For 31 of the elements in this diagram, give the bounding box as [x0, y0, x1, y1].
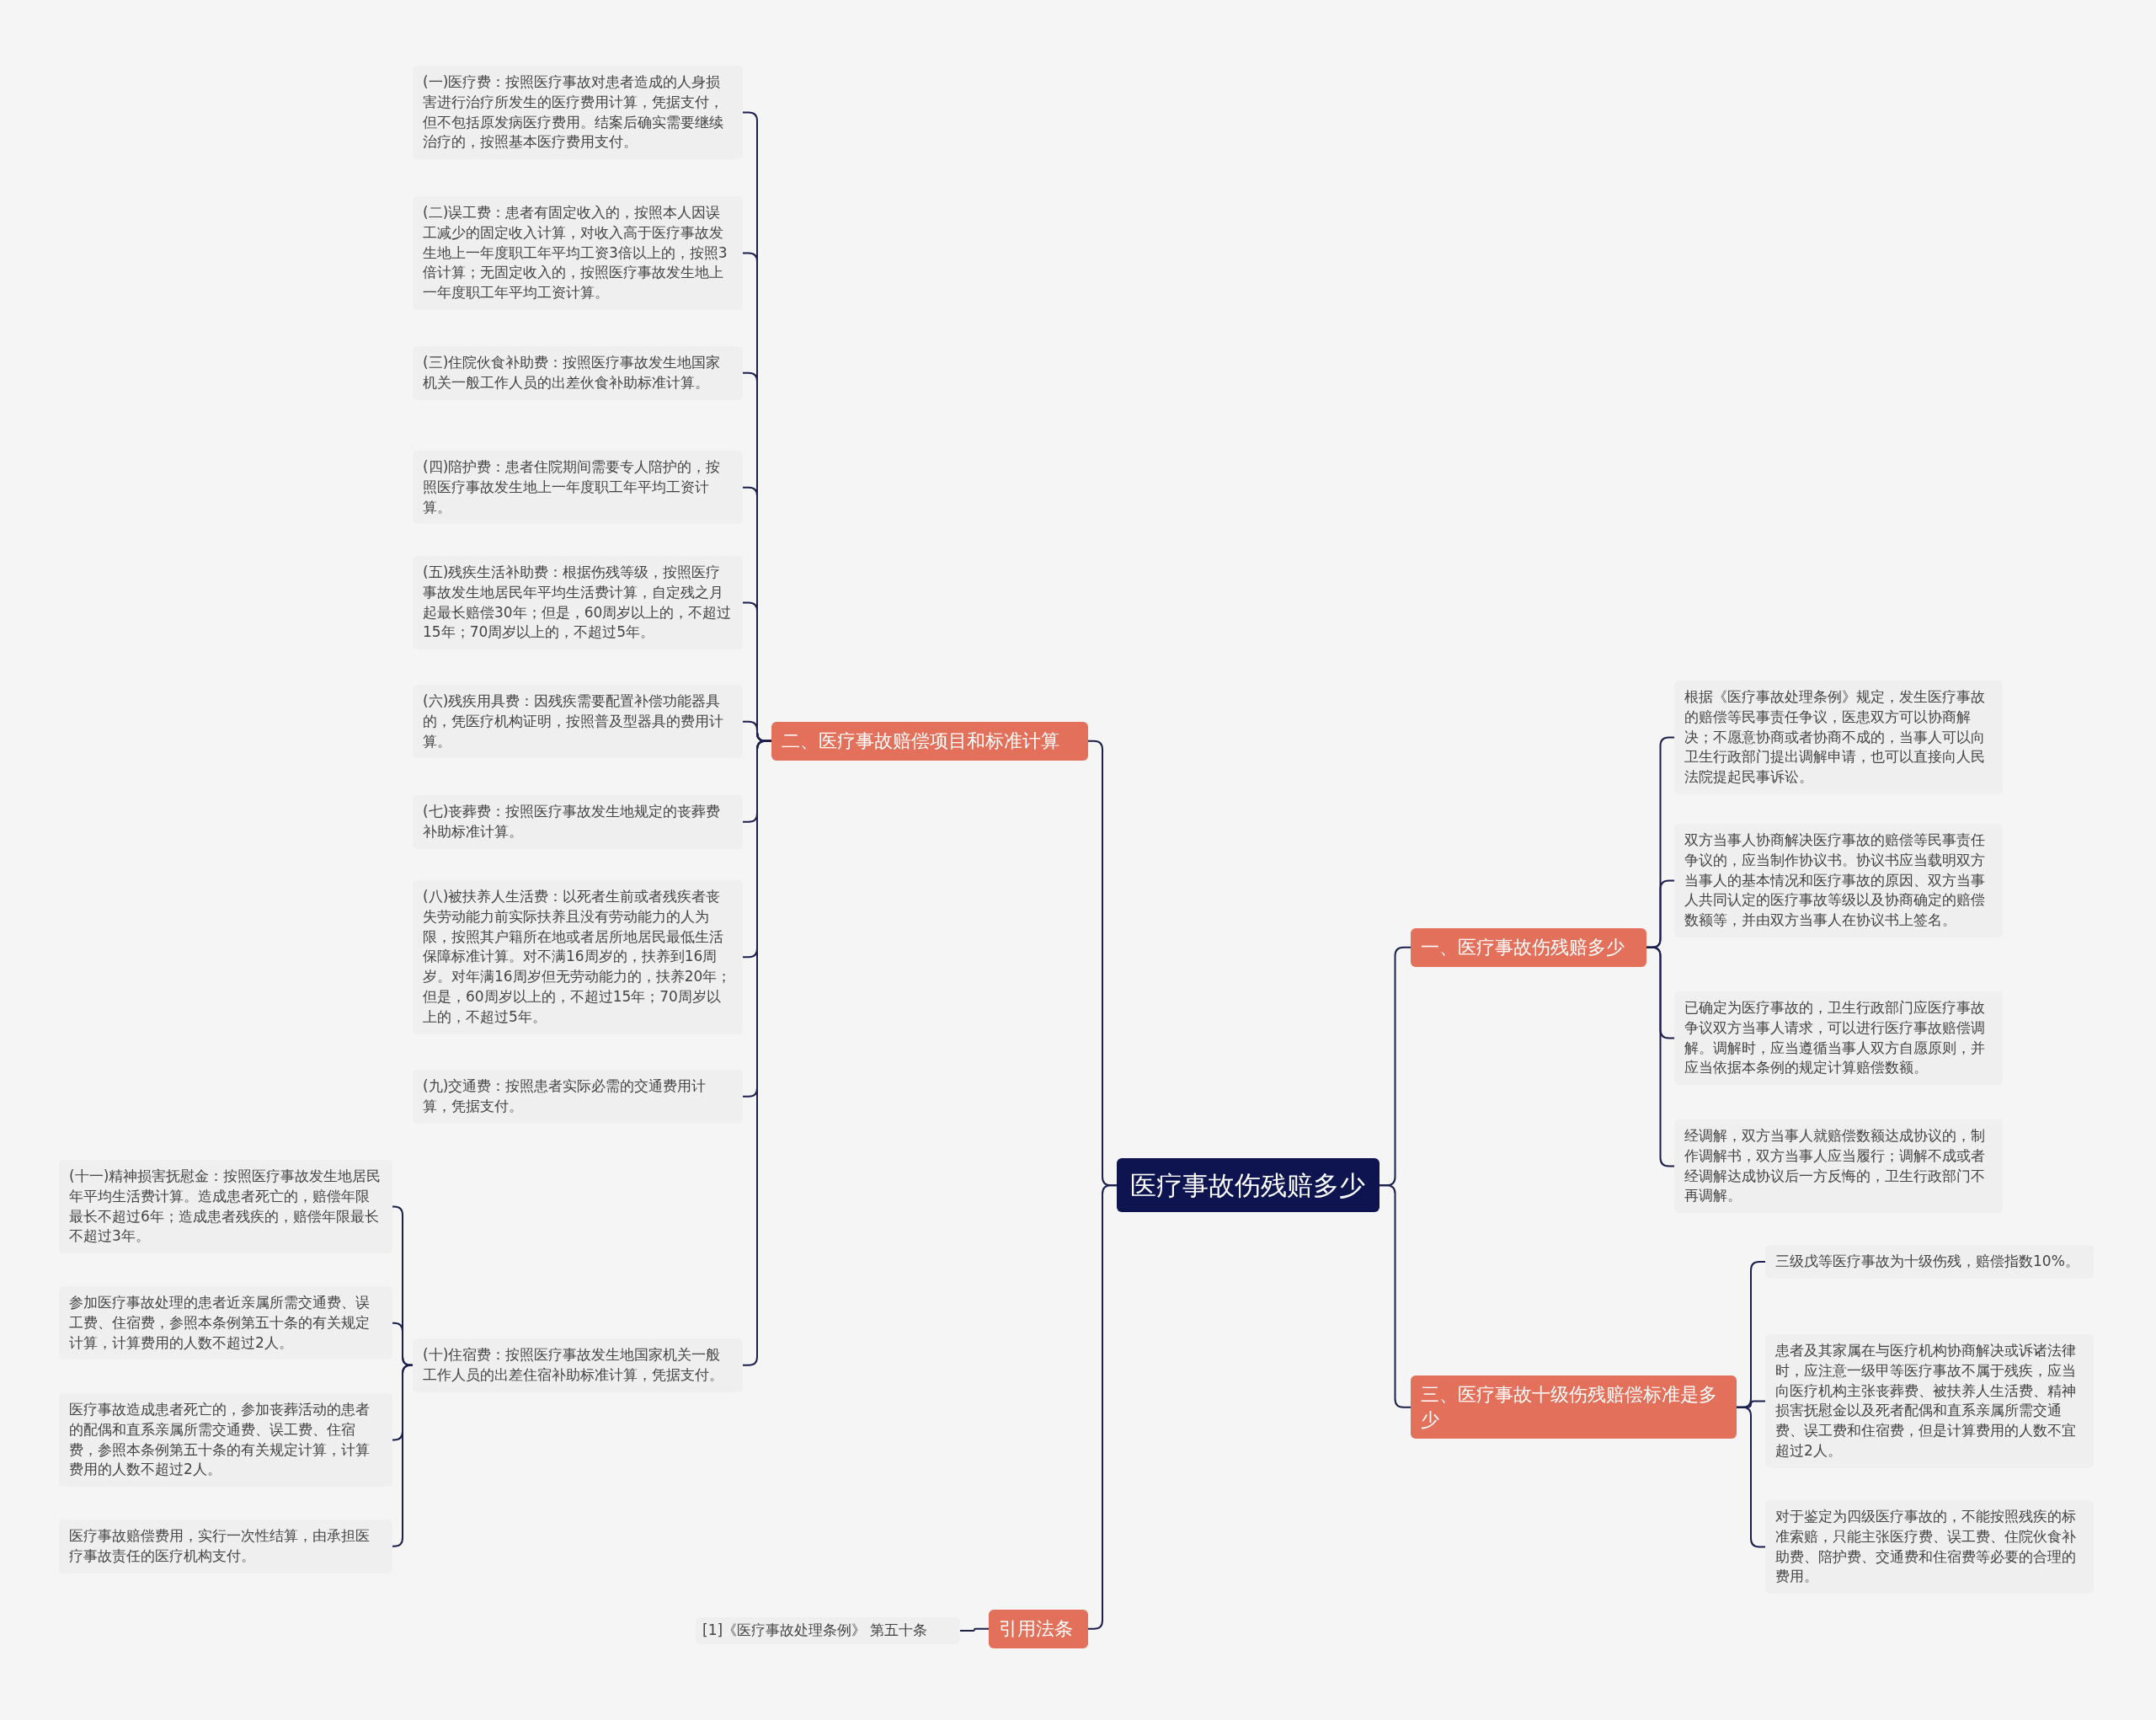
note-card: 医疗事故赔偿费用，实行一次性结算，由承担医疗事故责任的医疗机构支付。 — [59, 1520, 392, 1573]
root-topic: 医疗事故伤残赔多少 — [1117, 1158, 1380, 1213]
note-card: (八)被扶养人生活费：以死者生前或者残疾者丧失劳动能力前实际扶养且没有劳动能力的人为限，按照其户籍所在地或者居所地居民最低生活保障标准计算。对不满16周岁的，扶养到16周岁。对年满16周岁但无劳动能力的，扶养20年；但是，60周岁以上的，不超过15年；70周岁以上的，不超过5年。 — [413, 880, 743, 1034]
note-card: (十)住宿费：按照医疗事故发生地国家机关一般工作人员的出差住宿补助标准计算，凭据支付。 — [413, 1338, 743, 1392]
note-card: (四)陪护费：患者住院期间需要专人陪护的，按照医疗事故发生地上一年度职工年平均工资计算。 — [413, 451, 743, 525]
note-card: (九)交通费：按照患者实际必需的交通费用计算，凭据支付。 — [413, 1070, 743, 1124]
note-card: (三)住院伙食补助费：按照医疗事故发生地国家机关一般工作人员的出差伙食补助标准计算。 — [413, 346, 743, 400]
branch-topic: 二、医疗事故赔偿项目和标准计算 — [771, 722, 1088, 761]
reference-note: [1]《医疗事故处理条例》 第五十条 — [696, 1617, 960, 1644]
connector-line — [392, 1364, 414, 1547]
note-card: 患者及其家属在与医疗机构协商解决或诉诸法律时，应注意一级甲等医疗事故不属于残疾，应当向医疗机构主张丧葬费、被扶养人生活费、精神损害抚慰金以及死者配偶和直系亲属所需交通费、误工费和住宿费，但是计算费用的人数不宜超过2人。 — [1765, 1334, 2094, 1468]
note-card: (五)残疾生活补助费：根据伤残等级，按照医疗事故发生地居民年平均生活费计算，自定残之月起最长赔偿30年；但是，60周岁以上的，不超过15年；70周岁以上的，不超过5年。 — [413, 556, 743, 650]
note-card: (六)残疾用具费：因残疾需要配置补偿功能器具的，凭医疗机构证明，按照普及型器具的费用计算。 — [413, 685, 743, 759]
connector-line — [1646, 946, 1675, 1167]
note-card: 医疗事故造成患者死亡的，参加丧葬活动的患者的配偶和直系亲属所需交通费、误工费、住宿费，参照本条例第五十条的有关规定计算，计算费用的人数不超过2人。 — [59, 1393, 392, 1488]
note-card: 已确定为医疗事故的，卫生行政部门应医疗事故争议双方当事人请求，可以进行医疗事故赔偿调解。调解时，应当遵循当事人双方自愿原则，并应当依据本条例的规定计算赔偿数额。 — [1674, 991, 2003, 1086]
note-card: 双方当事人协商解决医疗事故的赔偿等民事责任争议的，应当制作协议书。协议书应当载明双方当事人的基本情况和医疗事故的原因、双方当事人共同认定的医疗事故等级以及协商确定的赔偿数额等，并由双方当事人在协议书上签名。 — [1674, 824, 2003, 937]
note-card: 经调解，双方当事人就赔偿数额达成协议的，制作调解书，双方当事人应当履行；调解不成或者经调解达成协议后一方反悔的，卫生行政部门不再调解。 — [1674, 1119, 2003, 1214]
branch-topic: 引用法条 — [989, 1610, 1088, 1648]
note-card: (二)误工费：患者有固定收入的，按照本人因误工减少的固定收入计算，对收入高于医疗事故发生地上一年度职工年平均工资3倍以上的，按照3倍计算；无固定收入的，按照医疗事故发生地上一年度职工年平均工资计算。 — [413, 196, 743, 310]
note-card: (十一)精神损害抚慰金：按照医疗事故发生地居民年平均生活费计算。造成患者死亡的，赔偿年限最长不超过6年；造成患者残疾的，赔偿年限最长不超过3年。 — [59, 1160, 392, 1254]
connector-line — [959, 1627, 990, 1632]
branch-topic: 一、医疗事故伤残赔多少 — [1411, 928, 1646, 967]
note-card: 参加医疗事故处理的患者近亲属所需交通费、误工费、住宿费，参照本条例第五十条的有关规定计算，计算费用的人数不超过2人。 — [59, 1286, 392, 1360]
note-card: (一)医疗费：按照医疗事故对患者造成的人身损害进行治疗所发生的医疗费用计算，凭据支付，但不包括原发病医疗费用。结案后确实需要继续治疗的，按照基本医疗费用支付。 — [413, 66, 743, 160]
note-card: (七)丧葬费：按照医疗事故发生地规定的丧葬费补助标准计算。 — [413, 795, 743, 849]
note-card: 根据《医疗事故处理条例》规定，发生医疗事故的赔偿等民事责任争议，医患双方可以协商解决；不愿意协商或者协商不成的，当事人可以向卫生行政部门提出调解申请，也可以直接向人民法院提起民事诉讼。 — [1674, 681, 2003, 794]
note-card: 三级戊等医疗事故为十级伤残，赔偿指数10%。 — [1765, 1245, 2094, 1279]
note-card: 对于鉴定为四级医疗事故的，不能按照残疾的标准索赔，只能主张医疗费、误工费、住院伙食补助费、陪护费、交通费和住宿费等必要的合理的费用。 — [1765, 1500, 2094, 1594]
connector-line — [1379, 1184, 1412, 1408]
branch-topic: 三、医疗事故十级伤残赔偿标准是多少 — [1411, 1375, 1737, 1440]
